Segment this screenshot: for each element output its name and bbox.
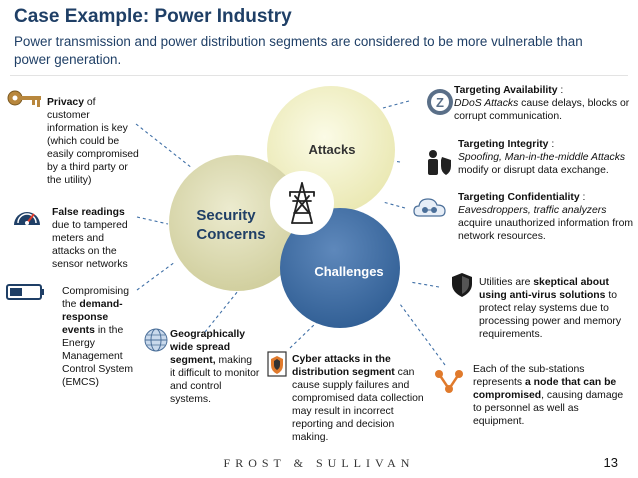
skeptical-rest: to protect relay systems due to processi… [479, 290, 622, 340]
page-subtitle: Power transmission and power distributio… [14, 34, 583, 67]
confidentiality-text: Targeting Confidentiality : Eavesdropper… [458, 191, 634, 243]
security-label-line2: Concerns [196, 226, 265, 243]
confidentiality-rest: acquire unauthorized information from ne… [458, 218, 634, 242]
cyber-rest: can cause supply failures and compromise… [292, 367, 424, 443]
privacy-rest: of customer information is key (which co… [47, 97, 139, 186]
integrity-sep: : [548, 139, 555, 150]
security-label-line1: Security [196, 207, 256, 224]
substations-pre: Each of the sub-stations represents [473, 364, 585, 388]
demand-rest: in the Energy Management Control System … [62, 325, 134, 388]
challenges-label: Challenges [314, 264, 383, 279]
integrity-text: Targeting Integrity : Spoofing, Man-in-t… [458, 138, 634, 177]
connector-geo [204, 290, 239, 333]
integrity-italic: Spoofing, Man-in-the-middle Attacks [458, 152, 626, 163]
availability-italic: DDoS Attacks [454, 98, 519, 109]
shield-icon [452, 273, 472, 297]
connector-confidentiality [382, 201, 406, 209]
availability-rest: cause delays, blocks or corrupt communic… [454, 98, 630, 122]
security-concerns-circle [169, 155, 305, 291]
demand-response-text: Compromising the demand-response events … [62, 285, 140, 389]
battery-icon [6, 284, 44, 300]
privacy-text: Privacy of customer information is key (… [47, 96, 139, 187]
cloud-eavesdrop-icon [413, 198, 446, 217]
skeptical-text: Utilities are skeptical about using anti… [479, 276, 629, 341]
svg-text:Z: Z [436, 95, 444, 110]
challenges-circle [280, 208, 400, 328]
demand-pre: Compromising the [62, 286, 129, 310]
page-number: 13 [603, 455, 618, 470]
availability-text: Targeting Availability : DDoS Attacks ca… [454, 84, 632, 123]
connector-demand [136, 261, 176, 291]
substations-bold: a node that can be compromised [473, 377, 617, 401]
geographic-text: Geographically wide spread segment, maki… [170, 328, 260, 406]
key-icon [7, 90, 41, 107]
connector-substations [399, 303, 446, 366]
confidentiality-italic: Eavesdroppers, traffic analyzers [458, 205, 607, 216]
spoofing-icon [428, 150, 451, 175]
false-readings-rest: due to tampered meters and attacks on th… [52, 220, 128, 270]
confidentiality-sep: : [579, 192, 586, 203]
connector-availability [382, 100, 410, 109]
connector-privacy [135, 123, 193, 169]
connector-false-readings [136, 216, 169, 225]
ddos-icon: Z [427, 89, 453, 115]
cyber-attacks-text: Cyber attacks in the distribution segmen… [292, 353, 424, 444]
substations-text: Each of the sub-stations represents a no… [473, 363, 631, 428]
footer-brand: FROST & SULLIVAN [223, 456, 415, 470]
false-readings-text: False readings due to tampered meters an… [52, 206, 138, 271]
title-divider [10, 75, 628, 76]
attacks-label: Attacks [309, 142, 356, 157]
availability-heading: Targeting Availability [454, 85, 558, 96]
cyber-bold: Cyber attacks in the distribution segmen… [292, 354, 395, 378]
demand-bold: demand-response events [62, 299, 123, 336]
skeptical-bold: skeptical about using anti-virus solutio… [479, 277, 609, 301]
false-readings-bold: False readings [52, 207, 125, 218]
page-title: Case Example: Power Industry [14, 6, 292, 27]
center-white-circle [270, 171, 334, 235]
availability-sep: : [557, 85, 564, 96]
geo-rest: making it difficult to monitor and contr… [170, 355, 260, 405]
globe-icon [144, 328, 168, 352]
skeptical-pre: Utilities are [479, 277, 534, 288]
gauge-icon [14, 212, 40, 225]
integrity-rest: modify or disrupt data exchange. [458, 165, 609, 176]
connector-cyber [289, 320, 319, 349]
power-tower-icon [289, 182, 315, 224]
integrity-heading: Targeting Integrity [458, 139, 549, 150]
substations-rest: , causing damage to personnel as well as… [473, 390, 624, 427]
connector-skeptical [409, 281, 440, 288]
privacy-bold: Privacy [47, 97, 84, 108]
network-node-icon [435, 370, 463, 393]
shield-file-icon [267, 351, 287, 377]
geo-bold: Geographically wide spread segment, [170, 329, 246, 366]
confidentiality-heading: Targeting Confidentiality [458, 192, 580, 203]
